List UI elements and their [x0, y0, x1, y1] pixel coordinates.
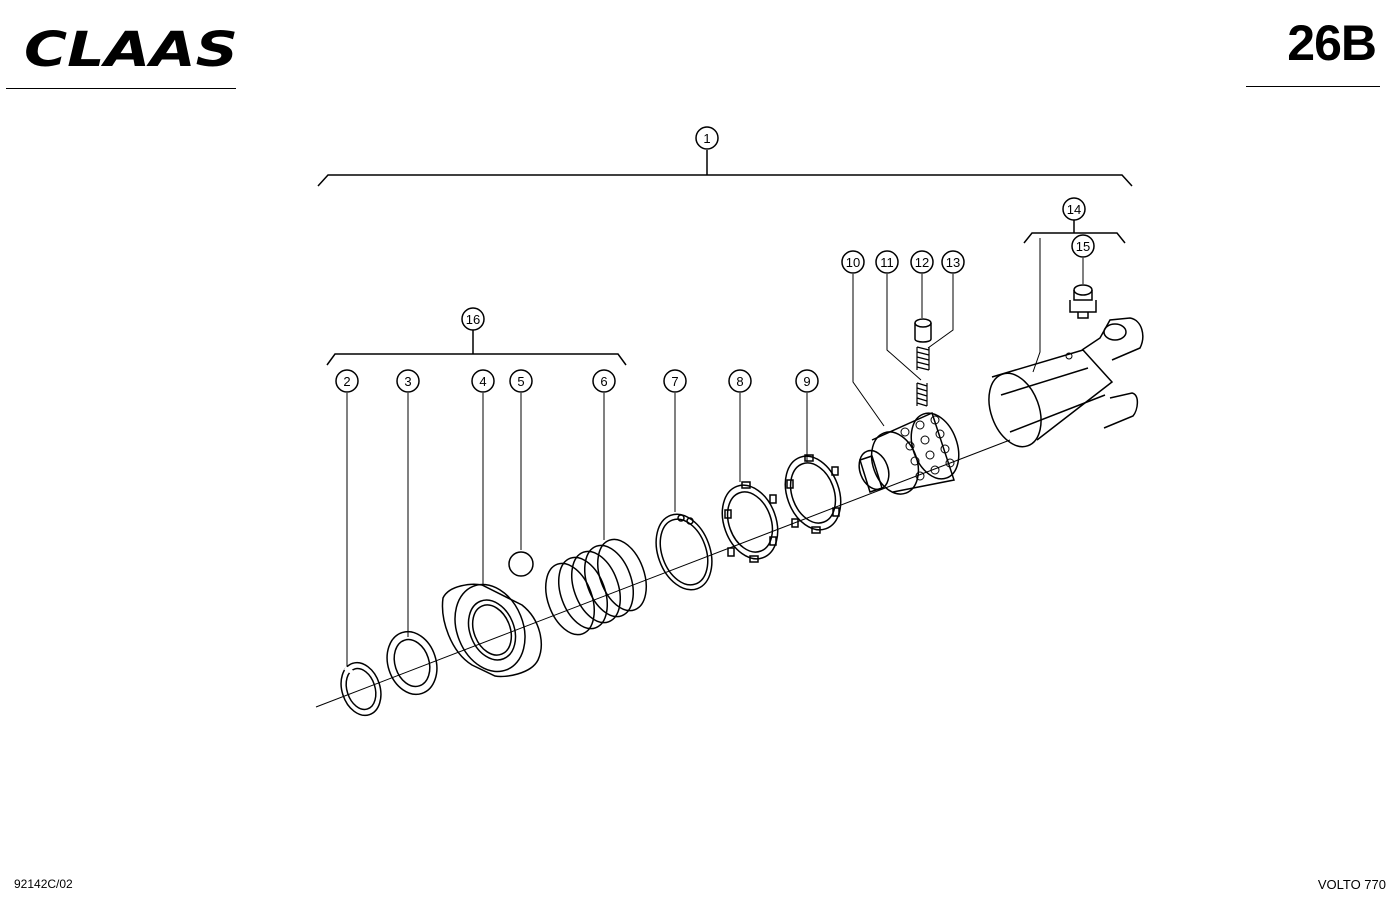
callout-label: 8 — [736, 374, 743, 389]
part-13-small-spring — [916, 346, 930, 371]
callout-6: 6 — [592, 369, 616, 393]
part-8-toothed-ring — [721, 481, 779, 563]
callout-9: 9 — [795, 369, 819, 393]
part-14-yoke-sleeve — [988, 317, 1144, 448]
callout-label: 3 — [404, 374, 411, 389]
callout-14: 14 — [1062, 197, 1086, 221]
callout-4: 4 — [471, 369, 495, 393]
callout-13: 13 — [941, 250, 965, 274]
part-3-washer — [386, 630, 438, 696]
callout-label: 7 — [671, 374, 678, 389]
callout-label: 11 — [880, 255, 894, 270]
leader-lines — [346, 238, 1084, 668]
callout-15: 15 — [1071, 234, 1095, 258]
callout-3: 3 — [396, 369, 420, 393]
part-6-spring — [545, 538, 647, 636]
bracket-assembly-14 — [1023, 220, 1126, 244]
callout-label: 1 — [703, 131, 710, 146]
callout-label: 5 — [517, 374, 524, 389]
part-15-grease-nipple — [1065, 284, 1097, 360]
callout-1: 1 — [695, 126, 719, 150]
part-9-toothed-ring — [784, 454, 842, 534]
part-12-plug — [914, 318, 932, 343]
part-7-circlip — [655, 513, 713, 591]
callout-label: 15 — [1076, 239, 1090, 254]
callout-5: 5 — [509, 369, 533, 393]
center-axis — [315, 439, 1011, 708]
callout-label: 6 — [600, 374, 607, 389]
callout-label: 4 — [479, 374, 486, 389]
callout-10: 10 — [841, 250, 865, 274]
callout-label: 16 — [466, 312, 480, 327]
callout-label: 12 — [915, 255, 929, 270]
callout-7: 7 — [663, 369, 687, 393]
drawing-code: 92142C/02 — [14, 877, 73, 891]
callout-label: 13 — [946, 255, 960, 270]
bracket-assembly-16 — [326, 330, 627, 366]
callout-label: 14 — [1067, 202, 1081, 217]
callout-11: 11 — [875, 250, 899, 274]
page-number: 26B — [1287, 15, 1377, 71]
part-10-splined-hub — [858, 411, 960, 495]
callout-16: 16 — [461, 307, 485, 331]
part-2-split-ring — [340, 661, 382, 717]
header-rule-right — [1246, 86, 1380, 87]
claas-logo: CLAAS — [24, 24, 238, 72]
logo-text: CLAAS — [24, 24, 238, 72]
part-11-small-spring — [916, 382, 928, 407]
callout-12: 12 — [910, 250, 934, 274]
callout-8: 8 — [728, 369, 752, 393]
callout-label: 10 — [846, 255, 860, 270]
part-5-ball — [508, 551, 534, 577]
callout-2: 2 — [335, 369, 359, 393]
model-name: VOLTO 770 — [1317, 877, 1386, 892]
header-rule-left — [6, 88, 236, 89]
callout-label: 9 — [803, 374, 810, 389]
callout-label: 2 — [343, 374, 350, 389]
bracket-assembly-1 — [317, 150, 1133, 187]
part-4-bearing-housing — [441, 583, 542, 678]
